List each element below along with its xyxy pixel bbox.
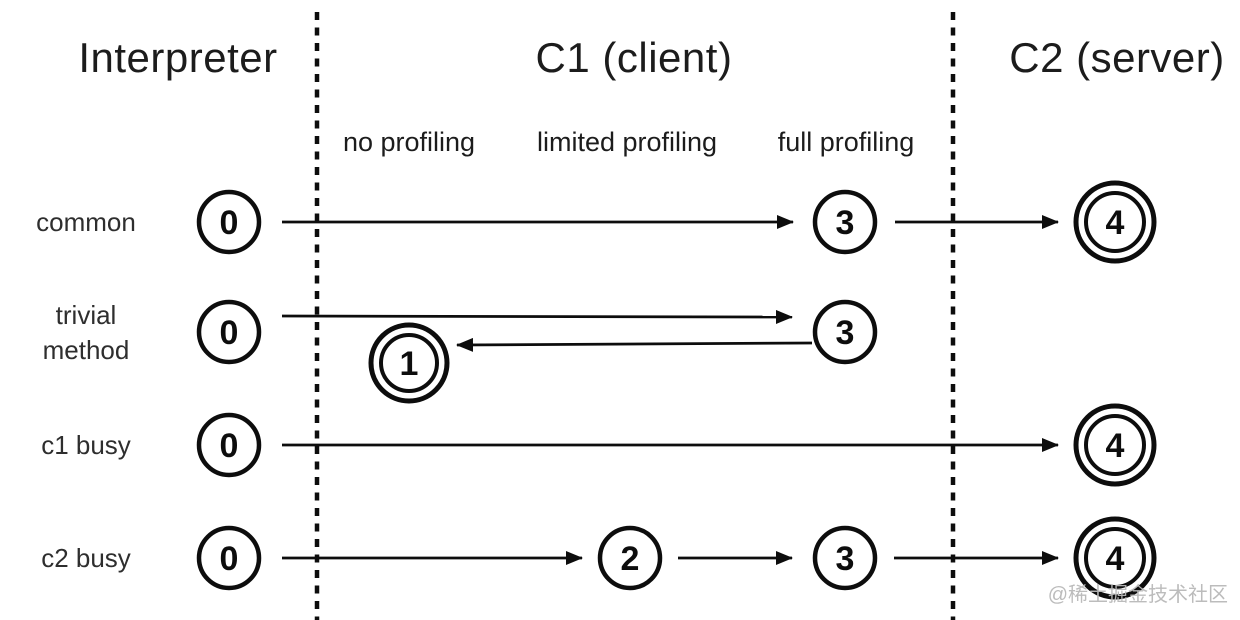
row-common: common 0 3 4 (36, 180, 1157, 264)
state-node-3: 3 (812, 189, 878, 255)
state-circle (812, 525, 878, 591)
state-number: 4 (1106, 427, 1125, 465)
state-number: 0 (220, 204, 239, 242)
subheader-full-profiling: full profiling (778, 127, 915, 157)
transition-arrow-0-to-3 (281, 309, 793, 324)
state-circle (597, 525, 663, 591)
row-c1-busy: c1 busy 0 4 (41, 403, 1157, 487)
state-node-3: 3 (812, 525, 878, 591)
column-title-c1-client: C1 (client) (536, 34, 733, 81)
column-title-c2-server: C2 (server) (1009, 34, 1225, 81)
state-number: 1 (400, 345, 419, 383)
row-c2-busy: c2 busy 0 2 3 4 (41, 516, 1157, 600)
row-label-c1-busy: c1 busy (41, 430, 131, 460)
state-number: 4 (1106, 204, 1125, 242)
state-circle (196, 189, 262, 255)
state-circle (196, 525, 262, 591)
transition-arrow-3-back-to-1 (456, 337, 813, 352)
row-label-trivial: trivial (56, 300, 117, 330)
state-number: 0 (220, 540, 239, 578)
state-number: 3 (836, 540, 855, 578)
state-node-0: 0 (196, 189, 262, 255)
row-label-common: common (36, 207, 136, 237)
state-node-0: 0 (196, 299, 262, 365)
state-number: 2 (621, 540, 640, 578)
row-label-method: method (43, 335, 130, 365)
state-number: 0 (220, 427, 239, 465)
state-number: 3 (836, 204, 855, 242)
state-number: 0 (220, 314, 239, 352)
final-state-inner-circle (379, 333, 439, 393)
state-node-0: 0 (196, 412, 262, 478)
final-state-inner-circle (1084, 414, 1146, 476)
state-circle (812, 189, 878, 255)
column-title-interpreter: Interpreter (78, 34, 277, 81)
state-node-2: 2 (597, 525, 663, 591)
subheader-limited-profiling: limited profiling (537, 127, 717, 157)
state-circle (812, 299, 878, 365)
subheader-no-profiling: no profiling (343, 127, 475, 157)
final-state-inner-circle (1084, 191, 1146, 253)
watermark-text: @稀土掘金技术社区 (1048, 583, 1228, 606)
final-state-inner-circle (1084, 527, 1146, 589)
final-state-node-4: 4 (1073, 403, 1157, 487)
row-trivial-method: trivial method 0 3 1 (43, 299, 878, 404)
final-state-node-4: 4 (1073, 516, 1157, 600)
state-number: 3 (836, 314, 855, 352)
state-node-3: 3 (812, 299, 878, 365)
final-state-node-1: 1 (368, 322, 450, 404)
state-number: 4 (1106, 540, 1125, 578)
final-state-node-4: 4 (1073, 180, 1157, 264)
state-node-0: 0 (196, 525, 262, 591)
state-circle (196, 412, 262, 478)
row-label-c2-busy: c2 busy (41, 543, 131, 573)
state-circle (196, 299, 262, 365)
